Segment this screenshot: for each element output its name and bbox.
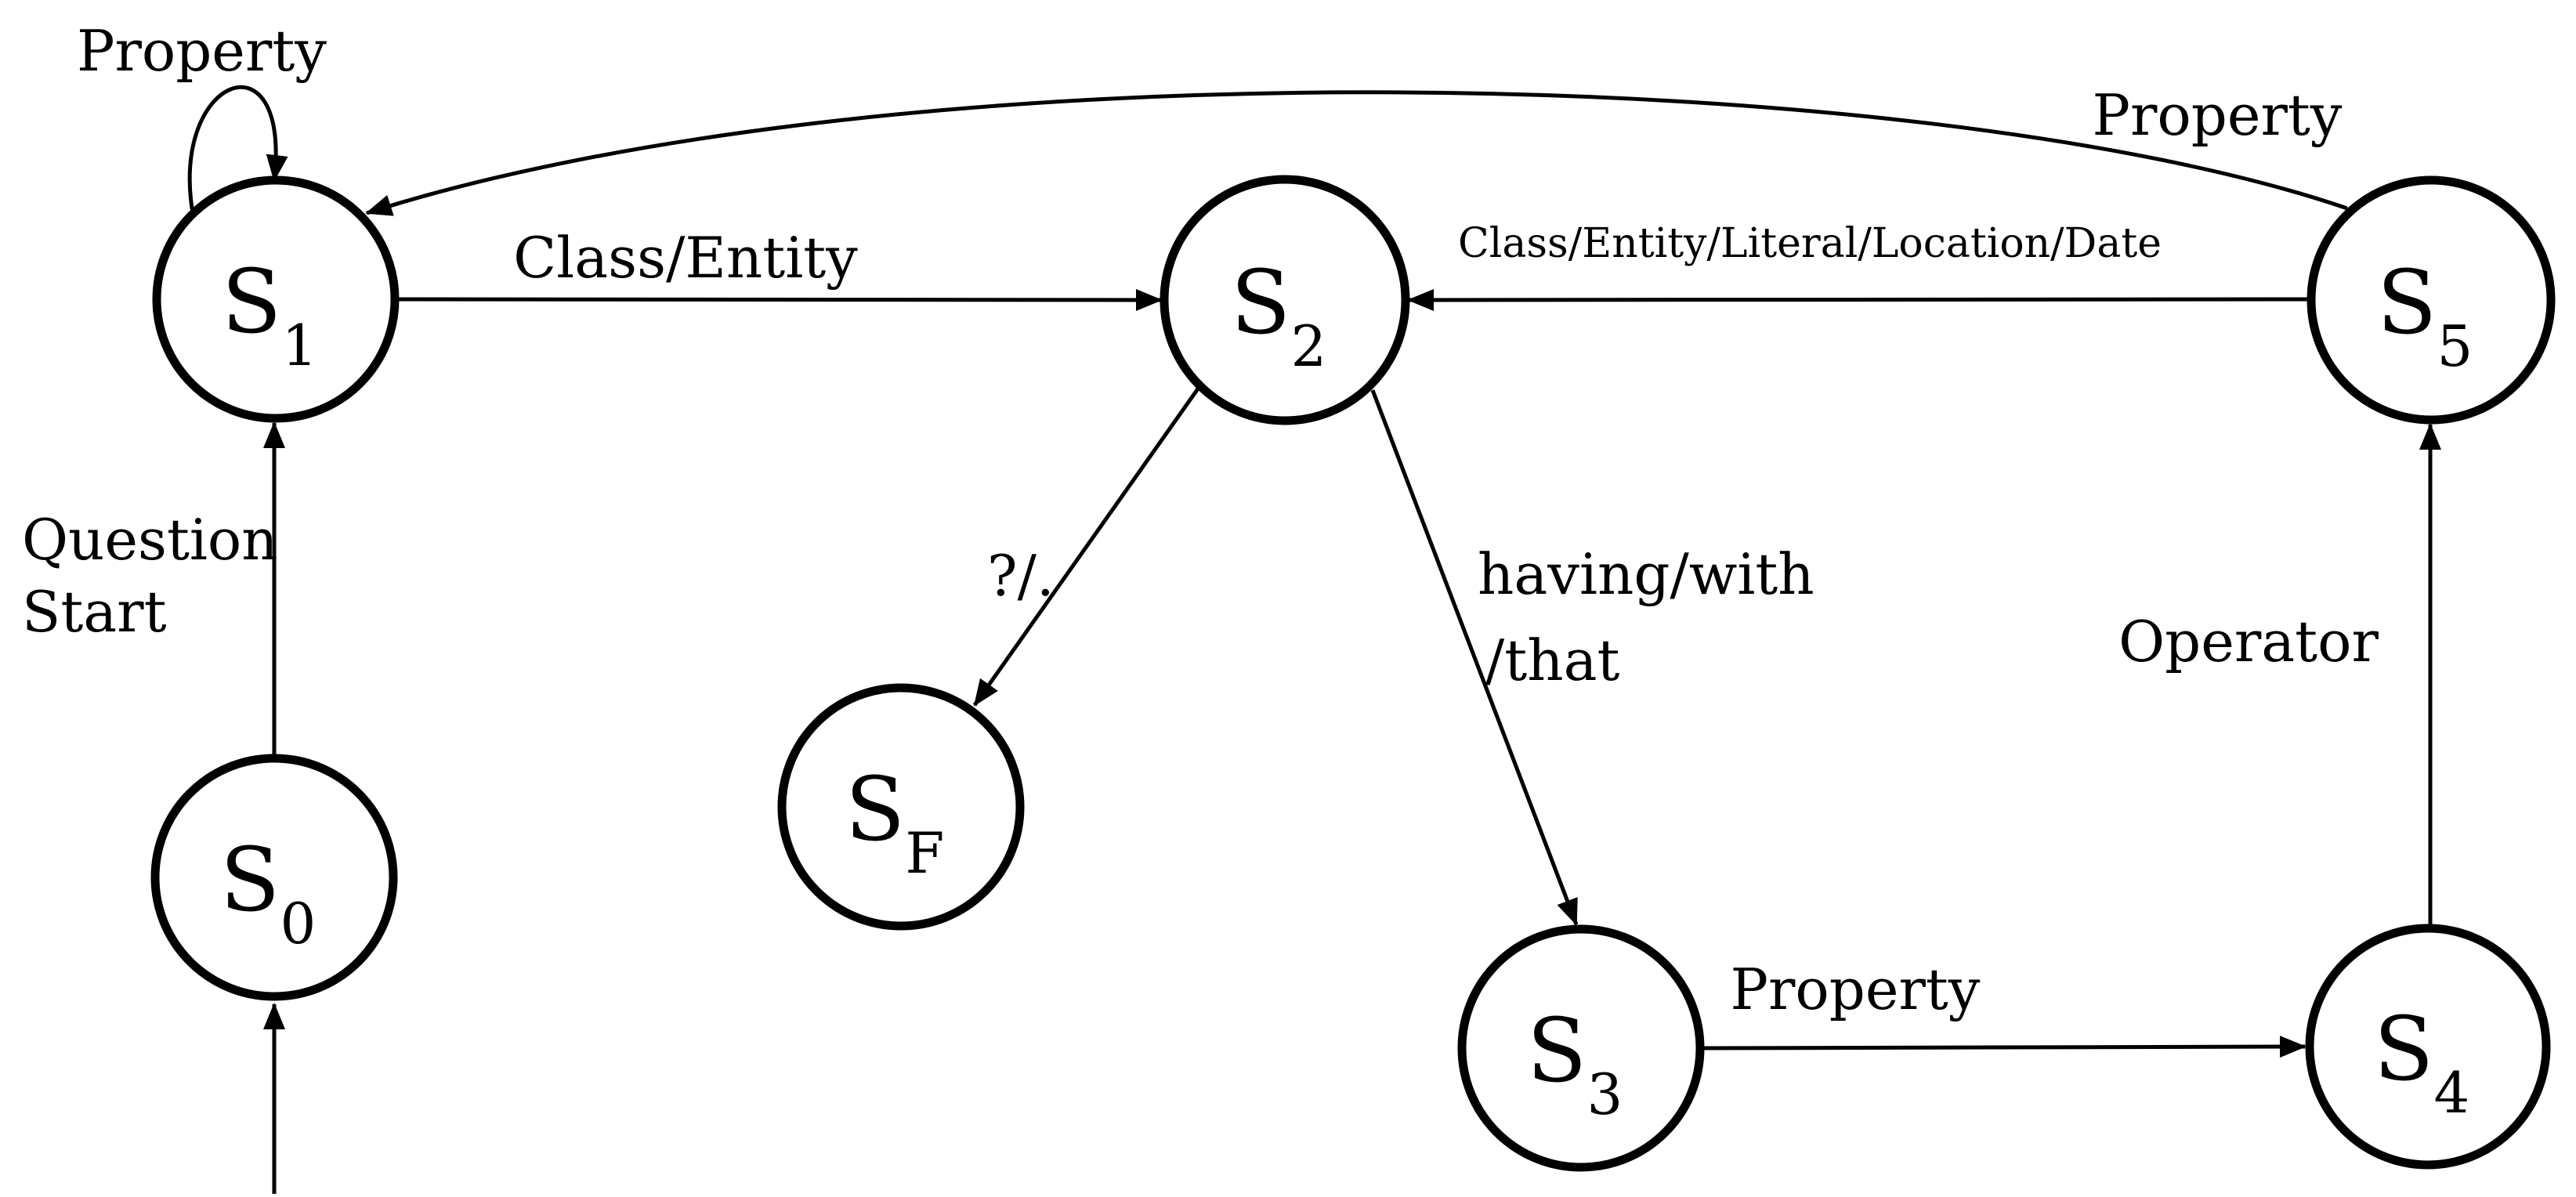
state-circle-s4 — [2305, 924, 2551, 1170]
state-subscript-s3: 3 — [1586, 1061, 1623, 1127]
transition-s5-to-s1 — [365, 90, 2348, 216]
edge-label-operator: Operator — [2118, 609, 2379, 674]
edge-label-self-loop-property: Property — [77, 18, 327, 84]
transition-s1-self-loop — [187, 85, 288, 214]
state-subscript-s0: 0 — [280, 891, 316, 957]
state-s4: S4 — [2305, 924, 2551, 1170]
edge-label-question-start-line1: Question — [22, 507, 278, 573]
state-circle-sf — [777, 683, 1025, 931]
state-circle-s2 — [1160, 175, 1410, 425]
edge-label-class-entity-literal-location-date: Class/Entity/Literal/Location/Date — [1458, 220, 2162, 267]
transition-s3-to-s4 — [1701, 1036, 2306, 1058]
state-subscript-s2: 2 — [1290, 313, 1326, 379]
edge-label-that: /that — [1485, 627, 1619, 693]
transition-s2-to-sf — [972, 384, 1203, 707]
transition-s1-to-s2 — [396, 288, 1163, 311]
edge-label-having-with: having/with — [1478, 541, 1814, 607]
state-s3: S3 — [1457, 924, 1705, 1172]
state-s5: S5 — [2306, 175, 2556, 425]
edge-label-property-top-right: Property — [2093, 82, 2343, 148]
edge-label-question-mark-period: ?/. — [987, 543, 1055, 609]
state-circle-s1 — [152, 175, 400, 423]
edges-layer — [187, 85, 2441, 1194]
state-subscript-s5: 5 — [2437, 313, 2473, 379]
edge-label-class-entity: Class/Entity — [513, 225, 858, 291]
state-circle-s0 — [150, 754, 398, 1001]
state-sf: SF — [777, 683, 1025, 931]
state-s1: S1 — [152, 175, 400, 423]
transition-s2-to-s3 — [1370, 389, 1579, 926]
transition-s5-to-s2 — [1407, 288, 2310, 311]
state-s2: S2 — [1160, 175, 1410, 425]
state-circle-s3 — [1457, 924, 1705, 1172]
edge-label-property-bottom: Property — [1731, 957, 1981, 1022]
state-s0: S0 — [150, 754, 398, 1001]
edge-label-question-start-line2: Start — [22, 579, 167, 645]
state-subscript-s4: 4 — [2433, 1060, 2469, 1126]
state-subscript-sf: F — [905, 820, 944, 886]
state-circle-s5 — [2306, 175, 2556, 425]
state-subscript-s1: 1 — [281, 313, 317, 378]
